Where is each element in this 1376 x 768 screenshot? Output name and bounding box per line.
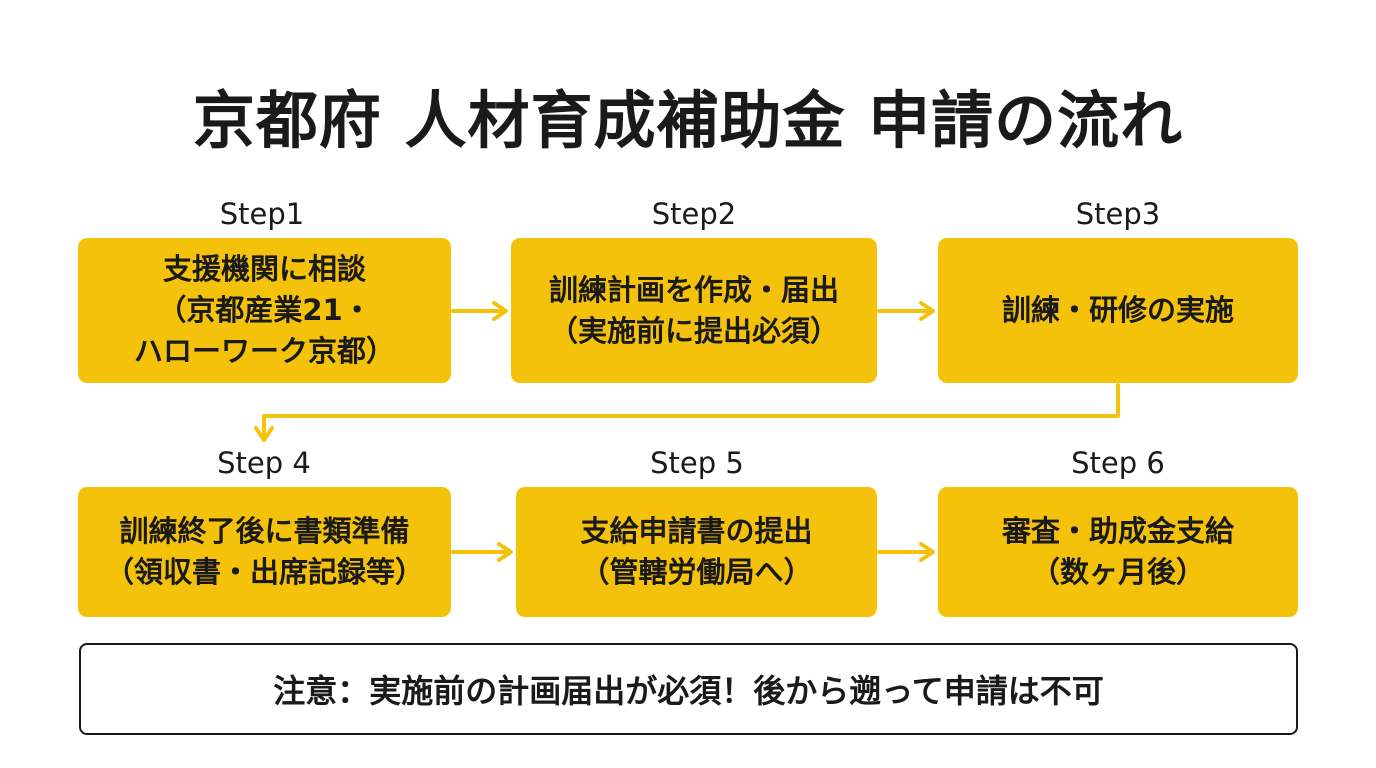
- step-2-label: Step2: [651, 197, 737, 231]
- step-3-line-1: 訓練・研修の実施: [1001, 293, 1234, 327]
- step-2-line-1: 訓練計画を作成・届出: [548, 272, 839, 307]
- step-5-label: Step 5: [650, 446, 744, 480]
- arrow-head-step1-to-step2: [492, 301, 508, 321]
- step-1-line-3: ハローワーク京都）: [133, 334, 395, 368]
- step-6-line-1: 審査・助成金支給: [1001, 514, 1234, 548]
- warning-note: 注意：実施前の計画届出が必須！後から遡って申請は不可: [79, 643, 1298, 735]
- step-5-box: 支給申請書の提出 （管轄労働局へ）: [516, 487, 877, 617]
- step-1-box: 支援機関に相談 （京都産業21・ ハローワーク京都）: [78, 238, 451, 383]
- step-4-line-2: （領収書・出席記録等）: [104, 555, 424, 589]
- step-1-line-1: 支援機関に相談: [162, 252, 366, 286]
- arrow-head-step5-to-step6: [919, 542, 935, 562]
- arrow-head-step3-to-step4: [254, 426, 274, 442]
- page-title: 京都府 人材育成補助金 申請の流れ: [192, 84, 1184, 157]
- step-1-label: Step1: [219, 197, 305, 231]
- arrow-head-step4-to-step5: [497, 542, 513, 562]
- step-6-box: 審査・助成金支給 （数ヶ月後）: [938, 487, 1298, 617]
- step-6-line-2: （数ヶ月後）: [1030, 555, 1205, 589]
- arrow-step3-to-step4: [262, 383, 1120, 438]
- step-3-label: Step3: [1075, 197, 1161, 231]
- step-4-box: 訓練終了後に書類準備 （領収書・出席記録等）: [78, 487, 451, 617]
- step-6-label: Step 6: [1071, 446, 1165, 480]
- step-2-line-2: （実施前に提出必須）: [548, 313, 839, 348]
- arrow-head-step2-to-step3: [919, 301, 935, 321]
- step-1-line-2: （京都産業21・: [157, 293, 372, 327]
- warning-note-text: 注意：実施前の計画届出が必須！後から遡って申請は不可: [273, 672, 1104, 710]
- step-2-box: 訓練計画を作成・届出 （実施前に提出必須）: [511, 238, 877, 383]
- step-4-line-1: 訓練終了後に書類準備: [119, 514, 410, 548]
- step-5-line-1: 支給申請書の提出: [580, 514, 813, 548]
- step-5-line-2: （管轄労働局へ）: [580, 555, 813, 589]
- step-3-box: 訓練・研修の実施: [938, 238, 1298, 383]
- step-4-label: Step 4: [217, 446, 311, 480]
